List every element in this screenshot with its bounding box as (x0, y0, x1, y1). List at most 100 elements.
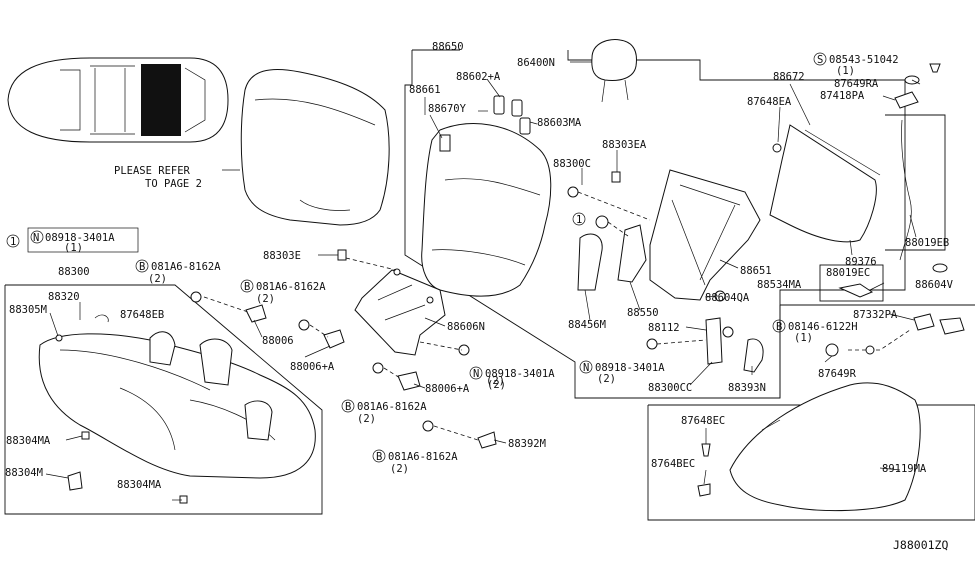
bracket-88550 (617, 224, 647, 283)
bolt-b-qty: (2) (256, 293, 275, 305)
clip-88304ma (81, 431, 90, 440)
label-88604v: 88604V (915, 279, 954, 291)
prefix-n-b: N (473, 368, 479, 380)
side-trim-89119ma-icon (729, 382, 921, 512)
lever-88112 (705, 317, 723, 365)
label-88456m: 88456M (568, 319, 606, 331)
trim-clips (761, 419, 781, 431)
label-88112: 88112 (648, 322, 680, 334)
cap-88604v (932, 263, 948, 273)
seatback-frame-icon (649, 169, 761, 301)
please-refer-text: PLEASE REFER (114, 165, 191, 177)
label-88393n: 88393N (728, 382, 766, 394)
label-88534ma: 88534MA (757, 279, 802, 291)
clip-87648ec (701, 443, 711, 457)
prefix-b-c: B (345, 401, 351, 413)
label-88606n: 88606N (447, 321, 485, 333)
clip-87648ea (772, 143, 782, 153)
highlighted-rear-seat (141, 64, 181, 136)
nut-88303ea (595, 215, 609, 229)
label-87649r: 87649R (818, 368, 857, 380)
clip-88304m (67, 471, 83, 491)
label-88650: 88650 (432, 41, 464, 53)
dash-3 (309, 324, 329, 338)
hook-88661 (439, 134, 451, 152)
seatback-cover-icon (421, 123, 552, 297)
frame-cushion-group (4, 284, 323, 515)
headrest-icon (591, 39, 637, 103)
label-88300c: 88300C (553, 158, 591, 170)
nut-b-number: 08918-3401A (485, 368, 555, 380)
label-88019ec: 88019EC (826, 267, 870, 279)
bolt-d-qty: (2) (390, 463, 409, 475)
headrest-guides-icon (493, 95, 531, 135)
dash-6 (419, 341, 463, 351)
label-87332pa: 87332PA (853, 309, 898, 321)
diagram-code: J88001ZQ (893, 538, 948, 552)
label-88303e: 88303E (263, 250, 301, 262)
nut-b-qty: (2) (487, 379, 506, 391)
bolt-e-icon (865, 345, 875, 355)
bolt-d-number: 081A6-8162A (388, 451, 458, 463)
dash-4 (383, 367, 401, 379)
label-88006a: 88006+A (290, 361, 335, 373)
bolt-b-number: 081A6-8162A (256, 281, 326, 293)
bolt-b-icon-2 (298, 319, 310, 331)
prefix-circles (6, 52, 827, 463)
label-87648ec: 87648EC (681, 415, 725, 427)
bolt-e-number: 08146-6122H (788, 321, 858, 333)
label-88006a2: 88006+A (425, 383, 470, 395)
bolt-a-number: 081A6-8162A (151, 261, 221, 273)
part-88019ec (838, 283, 874, 298)
wire-87648eb (94, 314, 109, 323)
dash-9 (656, 339, 707, 345)
label-88006a2-qty: (2) (486, 375, 505, 387)
hinge-88006-a2 (397, 371, 421, 391)
screw-qty: (1) (836, 65, 855, 77)
prefix-s: S (817, 54, 823, 66)
bolt-e-qty: (1) (794, 332, 813, 344)
cover-88393n (743, 338, 764, 373)
label-88550: 88550 (627, 307, 659, 319)
bolt-c-qty: (2) (357, 413, 376, 425)
label-88602a: 88602+A (456, 71, 501, 83)
label-88651: 88651 (740, 265, 772, 277)
trim-87332pa-icon (939, 317, 965, 335)
label-88661: 88661 (409, 84, 441, 96)
frame-88534ma-box (819, 264, 884, 302)
screw-number: 08543-51042 (829, 54, 899, 66)
dash-7 (577, 191, 651, 221)
label-89119ma: 89119MA (882, 463, 927, 475)
bolt-b-icon-1 (190, 291, 202, 303)
page-2-text: TO PAGE 2 (145, 178, 202, 190)
label-88300: 88300 (58, 266, 90, 278)
prefix-n-c: N (583, 362, 589, 374)
label-88304ma: 88304MA (6, 435, 51, 447)
dash-5 (433, 425, 479, 441)
nut-a-box (27, 227, 139, 253)
dash-2 (203, 296, 249, 313)
label-88300cc: 88300CC (648, 382, 692, 394)
nut-icon (458, 344, 470, 356)
callout-2-text: 1 (576, 214, 582, 226)
screw-icon (929, 63, 941, 73)
label-87418pa: 87418PA (820, 90, 865, 102)
frame-door-inset (885, 114, 946, 251)
leader-lines (45, 78, 921, 501)
label-88304ma2: 88304MA (117, 479, 162, 491)
bracket-88606n-icon (354, 269, 446, 356)
callout-1-text: 1 (10, 236, 16, 248)
bolt-88303ea (611, 171, 621, 183)
trim-87332pa-b (913, 313, 935, 331)
prefix-b-b: B (244, 281, 250, 293)
label-87648ea: 87648EA (747, 96, 792, 108)
clip-88305m (55, 334, 63, 342)
label-88672: 88672 (773, 71, 805, 83)
nut-88300cc (646, 338, 658, 350)
clip-87649r (825, 343, 839, 357)
prefix-b-d: B (376, 451, 382, 463)
label-86400n: 86400N (517, 57, 555, 69)
label-88320: 88320 (48, 291, 80, 303)
